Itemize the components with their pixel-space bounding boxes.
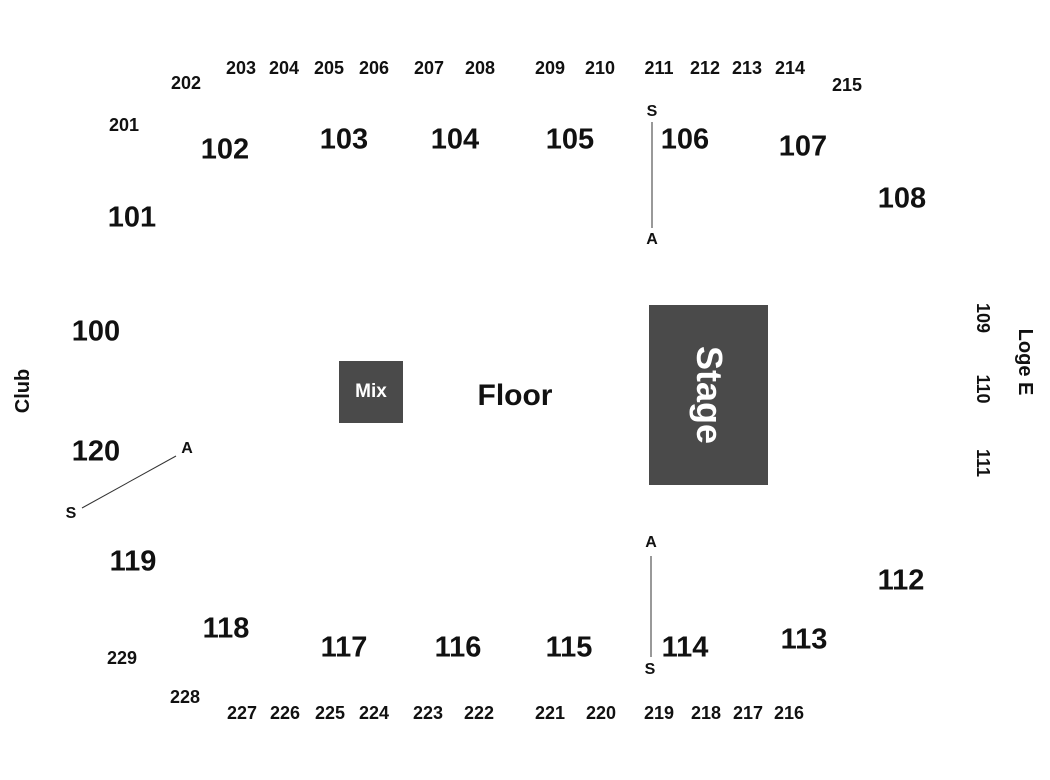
section-115[interactable]: 115 — [545, 631, 593, 664]
section-118[interactable]: 118 — [202, 612, 250, 645]
section-119[interactable]: 119 — [109, 545, 157, 578]
section-211[interactable]: 211 — [644, 58, 674, 78]
section-110[interactable]: 110 — [973, 374, 993, 404]
section-106[interactable]: 106 — [660, 123, 710, 156]
section-210[interactable]: 210 — [584, 58, 616, 78]
section-101[interactable]: 101 — [107, 201, 157, 234]
section-207[interactable]: 207 — [413, 58, 445, 78]
section-218[interactable]: 218 — [690, 703, 722, 723]
section-222[interactable]: 222 — [463, 703, 495, 723]
section-217[interactable]: 217 — [732, 703, 764, 723]
section-104[interactable]: 104 — [430, 123, 480, 156]
section-214[interactable]: 214 — [774, 58, 806, 78]
section-225[interactable]: 225 — [314, 703, 346, 723]
section-224[interactable]: 224 — [358, 703, 390, 723]
section-109[interactable]: 109 — [973, 302, 993, 334]
section-227[interactable]: 227 — [226, 703, 258, 723]
section-114[interactable]: 114 — [661, 631, 709, 664]
section-216[interactable]: 216 — [773, 703, 805, 723]
section-219[interactable]: 219 — [643, 703, 675, 723]
section-205[interactable]: 205 — [313, 58, 345, 78]
section-204[interactable]: 204 — [268, 58, 300, 78]
section-117[interactable]: 117 — [320, 631, 368, 664]
section-212[interactable]: 212 — [689, 58, 721, 78]
section-206[interactable]: 206 — [358, 58, 390, 78]
section-209[interactable]: 209 — [534, 58, 566, 78]
mix-label: Mix — [355, 381, 387, 402]
aisle-marker-s: S — [644, 661, 656, 678]
section-208[interactable]: 208 — [464, 58, 496, 78]
section-112[interactable]: 112 — [877, 564, 925, 597]
section-203[interactable]: 203 — [225, 58, 257, 78]
loge-label: Loge E — [1014, 328, 1036, 396]
section-226[interactable]: 226 — [269, 703, 301, 723]
section-201[interactable]: 201 — [108, 115, 140, 135]
stage-label: Stage — [688, 345, 730, 445]
section-202[interactable]: 202 — [170, 73, 202, 93]
section-120[interactable]: 120 — [71, 435, 121, 468]
section-107[interactable]: 107 — [778, 130, 828, 163]
aisle-marker-s: S — [646, 103, 658, 120]
section-100[interactable]: 100 — [71, 315, 121, 348]
aisle-marker-a: A — [645, 534, 657, 551]
section-221[interactable]: 221 — [534, 703, 566, 723]
section-220[interactable]: 220 — [585, 703, 617, 723]
section-102[interactable]: 102 — [200, 133, 250, 166]
stage: Stage — [649, 305, 768, 485]
section-113[interactable]: 113 — [780, 623, 828, 656]
section-105[interactable]: 105 — [545, 123, 595, 156]
club-label: Club — [12, 368, 34, 414]
mix-position: Mix — [339, 361, 403, 423]
section-213[interactable]: 213 — [731, 58, 763, 78]
section-229[interactable]: 229 — [106, 648, 138, 668]
section-108[interactable]: 108 — [877, 182, 927, 215]
aisle-marker-s: S — [65, 505, 77, 522]
section-228[interactable]: 228 — [169, 687, 201, 707]
section-103[interactable]: 103 — [319, 123, 369, 156]
section-111[interactable]: 111 — [973, 448, 993, 478]
aisle-marker-a: A — [646, 231, 658, 248]
aisle-marker-a: A — [181, 440, 193, 457]
section-116[interactable]: 116 — [434, 631, 482, 664]
floor-label: Floor — [477, 379, 553, 412]
section-223[interactable]: 223 — [412, 703, 444, 723]
section-215[interactable]: 215 — [831, 75, 863, 95]
